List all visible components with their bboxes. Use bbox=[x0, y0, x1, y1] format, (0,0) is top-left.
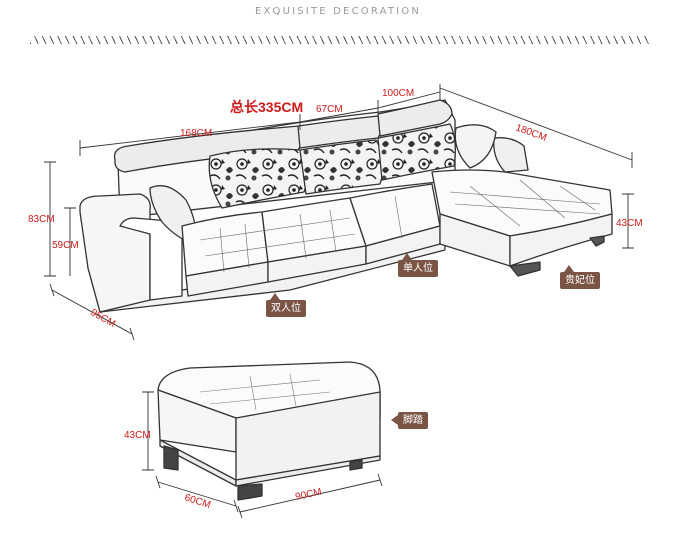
dimension-lines bbox=[44, 84, 634, 519]
label-single-seat: 单人位 bbox=[398, 253, 438, 277]
label-chaise-text: 贵妃位 bbox=[565, 275, 595, 286]
tag-arrow-icon bbox=[391, 415, 398, 425]
tag-arrow-icon bbox=[564, 265, 574, 272]
label-chaise: 贵妃位 bbox=[560, 265, 600, 289]
chaise-arm bbox=[493, 137, 529, 173]
label-double-seat: 双人位 bbox=[266, 293, 306, 317]
dim-59: 59CM bbox=[52, 240, 79, 251]
tag-arrow-icon bbox=[402, 253, 412, 260]
headrest-right bbox=[377, 99, 453, 137]
label-ottoman: 脚踏 bbox=[391, 412, 428, 429]
tag-arrow-icon bbox=[270, 293, 280, 300]
dim-ottoman-60: 60CM bbox=[183, 492, 212, 511]
header-title: EXQUISITE DECORATION bbox=[254, 6, 422, 17]
hatch-divider bbox=[30, 36, 650, 44]
dim-total-length: 总长335CM bbox=[230, 99, 303, 115]
dim-100: 100CM bbox=[382, 88, 414, 99]
back-cushion-3 bbox=[377, 123, 456, 181]
dim-180: 180CM bbox=[514, 122, 548, 143]
throw-pillow-right bbox=[454, 124, 497, 169]
tufting bbox=[199, 179, 601, 273]
dim-67: 67CM bbox=[316, 104, 343, 115]
dim-ottoman-90: 90CM bbox=[294, 487, 322, 503]
ottoman bbox=[157, 361, 381, 501]
label-ottoman-text: 脚踏 bbox=[403, 415, 423, 426]
back-cushion-1 bbox=[208, 148, 308, 209]
dim-83: 83CM bbox=[28, 214, 55, 225]
dim-ottoman-43: 43CM bbox=[124, 430, 151, 441]
label-single-seat-text: 单人位 bbox=[403, 263, 433, 274]
seat-cushion-single bbox=[349, 183, 441, 247]
l-shaped-sofa bbox=[79, 99, 613, 313]
label-double-seat-text: 双人位 bbox=[271, 303, 301, 314]
dim-168: 168CM bbox=[180, 128, 212, 139]
left-arm bbox=[79, 193, 151, 313]
dim-chaise-43: 43CM bbox=[616, 218, 643, 229]
